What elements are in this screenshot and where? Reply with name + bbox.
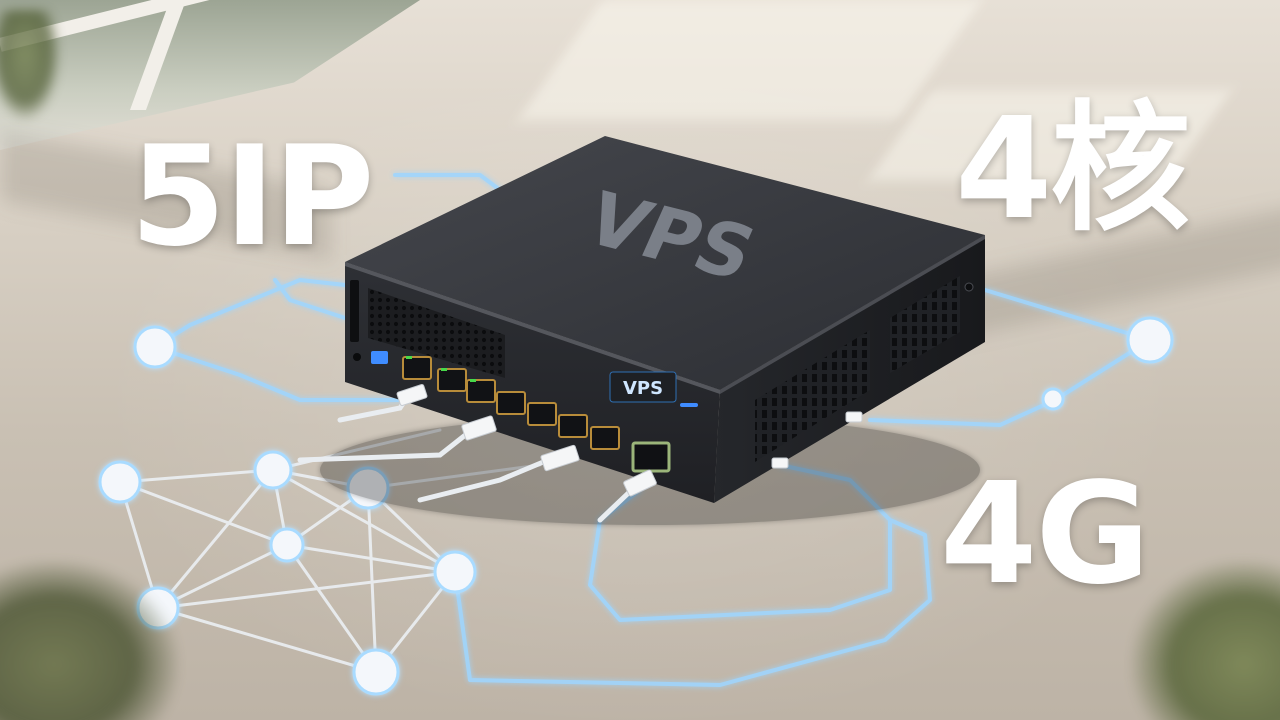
mesh-link [118,468,275,484]
mini-server-device: VPS VPS [297,136,985,523]
ethernet-port [437,368,467,392]
network-node [98,460,142,504]
ethernet-port [590,426,620,450]
port-led [441,368,447,371]
sfp-port [631,441,671,473]
cable-connector [623,469,657,497]
side-vent [755,330,870,462]
trace [153,345,402,402]
device-edge [345,262,720,394]
mesh-link [156,570,457,610]
network-node [433,550,477,594]
cable-connector [396,384,428,406]
ip-count-label: 5IP [130,116,375,277]
ram-size-label: 4G [940,453,1150,616]
network-node [1126,316,1174,364]
device-edge [720,235,985,394]
front-badge-bg [609,371,677,403]
network-node [269,527,305,563]
plant-bottom-right [1130,560,1280,720]
front-badge-text: VPS [623,378,663,399]
cable-connector [461,415,497,441]
ethernet-port [527,402,557,426]
network-node [352,648,400,696]
ethernet-port [402,356,432,380]
trace [868,338,1152,427]
trace [393,173,502,192]
plant-top-left [0,10,60,120]
mesh-link [156,606,378,674]
mesh-link [271,468,457,574]
ethernet-port [466,379,496,403]
network-node [133,325,177,369]
ethernet-port [558,414,588,438]
trace [983,288,1152,342]
ethernet-port [496,391,526,415]
status-led [353,353,361,361]
front-status-bar [680,403,698,407]
network-cable [417,452,563,503]
port-leds [406,356,476,382]
side-indicator [964,282,974,292]
ethernet-ports [402,356,620,450]
device-top-face [345,136,985,390]
network-node [253,450,293,490]
front-badge: VPS [609,371,677,403]
trace [453,518,932,687]
power-button [371,351,388,364]
cable-connector [845,411,863,423]
port-led [406,356,412,359]
mesh-link [285,543,378,674]
front-vent-grille [368,288,505,378]
mesh-link [118,480,289,547]
cpu-core-label: 4核 [955,88,1190,251]
cable-connector [771,457,789,469]
side-vent [890,276,960,373]
cable-connector [540,444,580,472]
network-node [1041,387,1065,411]
plant-bottom-left [0,560,180,720]
trace [273,278,347,320]
network-traces [153,173,1152,687]
cable-connectors [396,384,863,497]
trace [153,278,347,349]
port-led [470,379,476,382]
mesh-link [366,486,378,674]
card-slot [350,280,359,342]
